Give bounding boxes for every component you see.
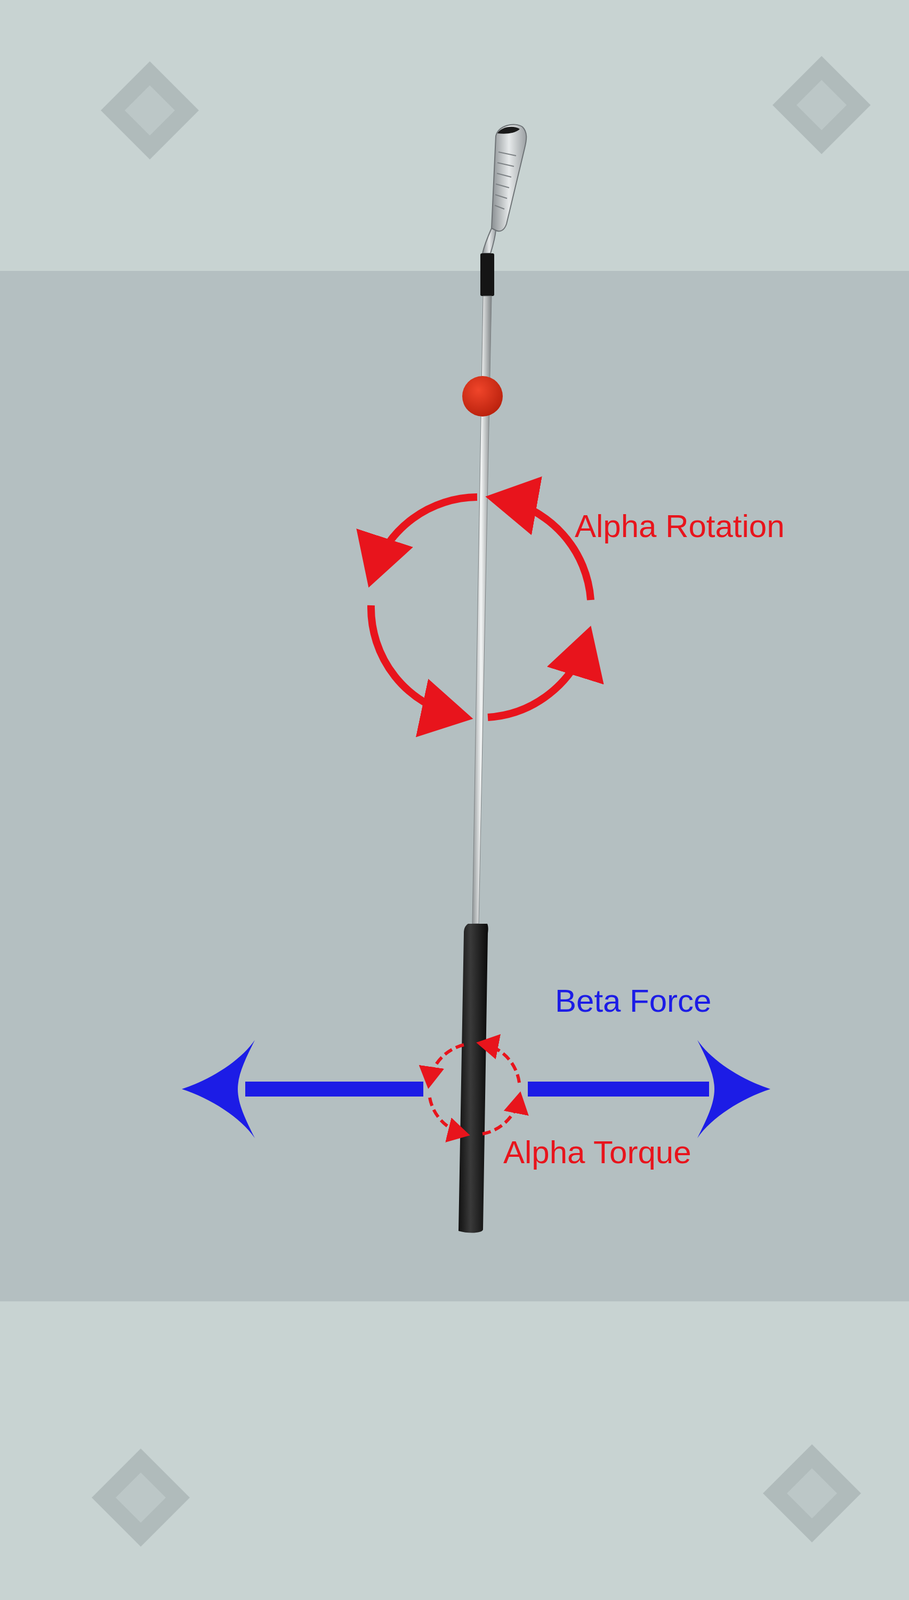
rotation-label: Alpha Rotation: [574, 507, 785, 545]
force-label: Beta Force: [554, 982, 712, 1019]
torque-label: Alpha Torque: [503, 1133, 692, 1171]
